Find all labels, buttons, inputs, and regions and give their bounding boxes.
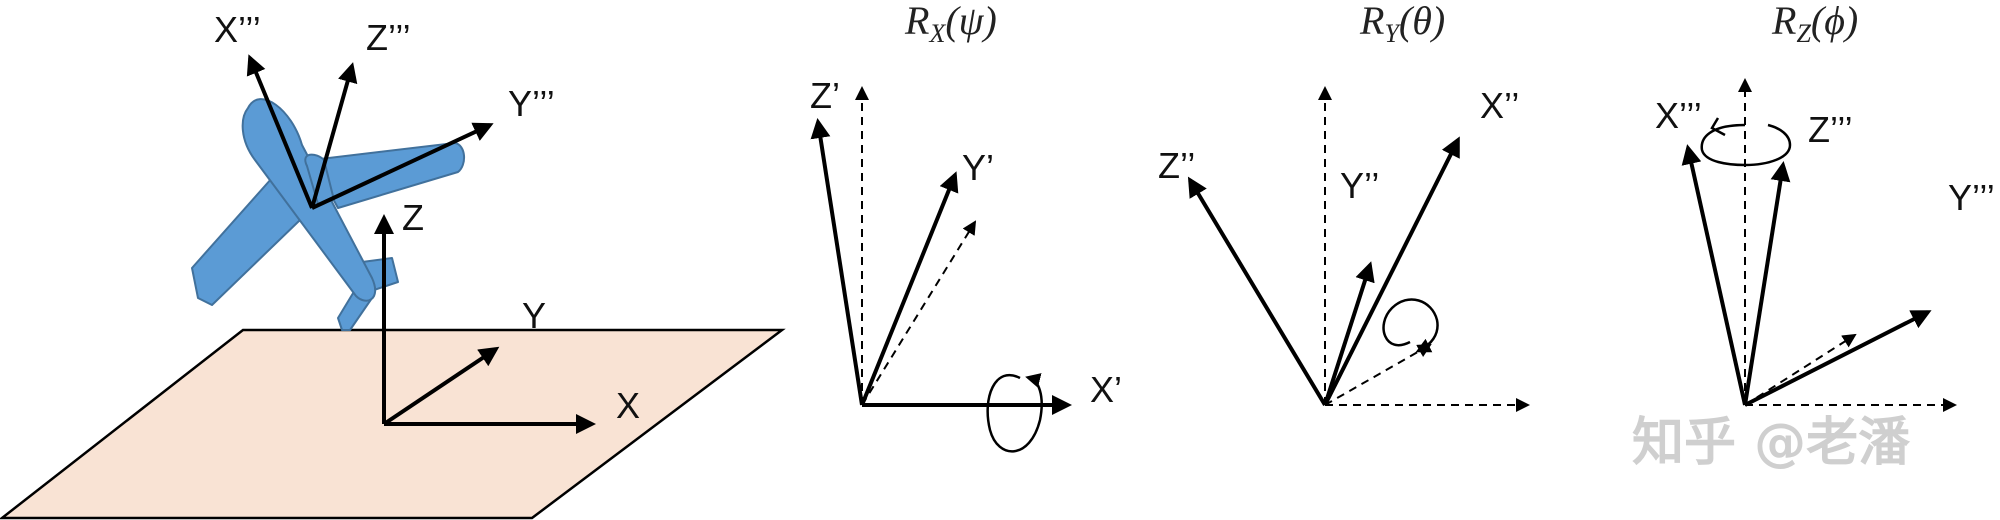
panel-rx: RX(ψ) Z’ Y’ X’ [810, 0, 1122, 453]
body-x-axis [246, 54, 314, 209]
ry-x-axis [1323, 136, 1460, 406]
panel-rz-title: RZ(ϕ) [1771, 0, 1858, 48]
panel-ry: RY(θ) Z’’ Y’’ X’’ [1158, 0, 1530, 412]
panel-rz: RZ(ϕ) X’’’ Z’’’ Y’’’ [1655, 0, 1995, 412]
body-y-axis [311, 122, 494, 210]
ry-x-label: X’’ [1480, 85, 1519, 126]
rz-y-label: Y’’’ [1948, 177, 1995, 218]
rx-y-axis [860, 171, 959, 406]
rx-z-label: Z’ [810, 75, 840, 116]
rz-z-axis [1743, 161, 1791, 406]
body-axes [246, 54, 494, 210]
body-y-label: Y’’’ [508, 83, 555, 124]
rx-rotation-arrow-icon [986, 373, 1043, 453]
panel-rx-title: RX(ψ) [904, 0, 997, 48]
watermark: 知乎 @老潘 [1632, 413, 1910, 473]
world-y-axis [382, 346, 500, 426]
ry-y-axis [1323, 261, 1375, 406]
rz-z-label: Z’’’ [1808, 109, 1853, 150]
rx-x-label: X’ [1090, 369, 1122, 410]
rz-x-axis [1681, 144, 1747, 406]
ry-z-axis [1187, 176, 1327, 407]
body-z-label: Z’’’ [366, 17, 411, 58]
ry-y-label: Y’’ [1340, 165, 1379, 206]
rz-ref-y-dashed [1744, 333, 1857, 406]
rz-rotation-arrow-icon [1700, 123, 1792, 167]
ry-rotation-arrow-icon [1382, 298, 1439, 353]
rx-z-axis [810, 118, 864, 406]
body-x-label: X’’’ [214, 9, 261, 50]
body-z-axis [310, 62, 358, 209]
rz-x-label: X’’’ [1655, 95, 1702, 136]
scene: X’’’ Z’’’ Y’’’ Z Y X [0, 9, 786, 520]
panel-ry-title: RY(θ) [1359, 0, 1445, 48]
world-axes [374, 214, 596, 434]
ry-ref-y-dashed [1324, 344, 1432, 406]
world-x-label: X [616, 385, 640, 426]
rx-ref-y-dashed [861, 220, 977, 406]
world-z-label: Z [402, 197, 424, 238]
ry-z-label: Z’’ [1158, 145, 1195, 186]
rz-y-axis [1744, 310, 1932, 407]
rx-y-label: Y’ [962, 147, 994, 188]
world-y-label: Y [522, 295, 546, 336]
rz-rotation-arrow-head [1710, 117, 1726, 137]
